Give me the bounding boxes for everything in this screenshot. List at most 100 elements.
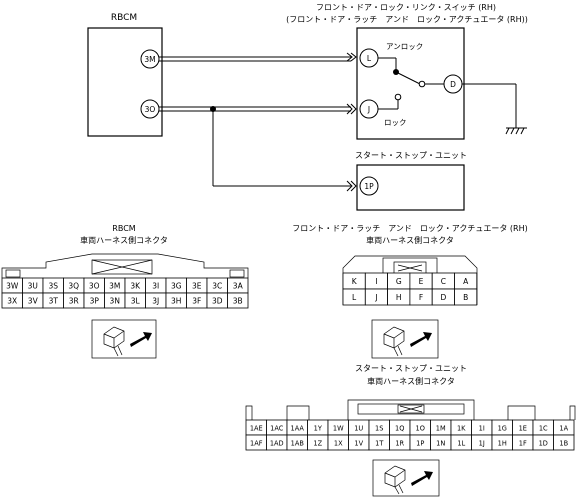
rbcm-pin-label: 3V — [28, 297, 39, 306]
ssu-pin-label: 1AB — [291, 440, 305, 448]
rbcm-pin-cell — [227, 292, 249, 309]
rbcm-label: RBCM — [111, 13, 137, 23]
rbcm-pin-label: 3X — [7, 297, 17, 306]
latch-pin-grid: K I G E C A L J H F D B — [342, 272, 478, 306]
ssu-pin-label: 1C — [539, 425, 548, 433]
switch-pin-d: D — [450, 80, 456, 89]
latch-pin-label: A — [463, 277, 469, 286]
ssu-title: スタート・ストップ・ユニット — [355, 151, 467, 160]
connector-view-icon — [372, 459, 440, 497]
rbcm-pin-label: 3L — [131, 297, 141, 306]
rbcm-latch — [91, 259, 153, 275]
rbcm-pin-label: 3T — [49, 297, 59, 306]
ssu-box — [356, 164, 465, 211]
ground-icon — [505, 127, 527, 135]
ssu-pin-label: 1Q — [395, 425, 404, 433]
ssu-connector-title-1: スタート・ストップ・ユニット — [355, 364, 467, 373]
ssu-pin-1p-circle — [359, 176, 379, 196]
ssu-pin-label: 1H — [498, 440, 507, 448]
ssu-pin-label: 1E — [519, 425, 527, 433]
rbcm-pin-label: 3G — [171, 282, 182, 291]
lock-label: ロック — [384, 118, 407, 127]
ssu-pin-label: 1U — [354, 425, 363, 433]
switch-pivot — [418, 80, 426, 88]
latch-pin-label: H — [396, 293, 402, 302]
ssu-pin-label: 1D — [539, 440, 548, 448]
rbcm-pin-label: 3E — [192, 282, 202, 291]
connector-view-icon — [91, 319, 157, 359]
latch-pin-label: F — [419, 293, 423, 302]
door-switch-box — [356, 27, 465, 140]
ssu-pin-label: 1AD — [270, 440, 284, 448]
ssu-pin-cell — [553, 434, 575, 451]
switch-blade — [395, 71, 421, 85]
ssu-pin-label: 1O — [416, 425, 425, 433]
switch-title-line2: (フロント・ドア・ラッチ アンド ロック・アクチュエータ (RH)) — [286, 15, 528, 24]
rbcm-pin-label: 3O — [89, 282, 100, 291]
ssu-pin-label: 1Z — [313, 440, 322, 448]
latch-pin-label: J — [374, 293, 377, 302]
rbcm-pin-label: 3Q — [68, 282, 79, 291]
ssu-pin-label: 1J — [479, 440, 485, 448]
schematic: RBCM フロント・ドア・ロック・リンク・スイッチ (RH) (フロント・ドア・… — [87, 3, 528, 211]
ssu-pin-label: 1M — [436, 425, 446, 433]
ssu-pin-1p: 1P — [364, 182, 374, 191]
rbcm-pin-label: 3U — [28, 282, 38, 291]
ssu-pin-label: 1T — [375, 440, 384, 448]
latch-pin-label: I — [375, 277, 377, 286]
ssu-connector-title-2: 車両ハーネス側コネクタ — [367, 376, 455, 386]
latch-pin-cell — [454, 288, 478, 306]
rbcm-pin-label: 3P — [90, 297, 100, 306]
ssu-pin-label: 1N — [436, 440, 445, 448]
rbcm-pin-3m: 3M — [144, 55, 155, 64]
rbcm-pin-label: 3C — [212, 282, 222, 291]
ssu-pin-label: 1K — [457, 425, 466, 433]
ssu-pin-label: 1I — [479, 425, 485, 433]
rbcm-pin-3o-circle — [140, 99, 160, 119]
ssu-pin-label: 1L — [457, 440, 465, 448]
ssu-pin-label: 1AA — [291, 425, 305, 433]
ssu-pin-label: 1B — [559, 440, 568, 448]
ssu-pin-label: 1AC — [270, 425, 284, 433]
latch-pin-label: L — [352, 293, 357, 302]
rbcm-pin-label: 3K — [130, 282, 141, 291]
switch-contact-lock — [394, 93, 402, 101]
rbcm-pin-label: 3B — [233, 297, 243, 306]
latch-pin-label: B — [463, 293, 468, 302]
latch-pin-label: C — [441, 277, 446, 286]
ssu-pin-label: 1G — [498, 425, 507, 433]
ssu-pin-label: 1Y — [314, 425, 323, 433]
ssu-pin-label: 1W — [333, 425, 344, 433]
latch-pin-label: D — [440, 293, 446, 302]
switch-title-line1: フロント・ドア・ロック・リンク・スイッチ (RH) — [316, 3, 496, 12]
unlock-label: アンロック — [386, 42, 423, 51]
ssu-pin-label: 1P — [416, 440, 424, 448]
rbcm-pin-label: 3A — [233, 282, 244, 291]
rbcm-pin-label: 3R — [69, 297, 79, 306]
rbcm-pin-label: 3H — [171, 297, 181, 306]
rbcm-connector-title-2: 車両ハーネス側コネクタ — [80, 235, 168, 245]
rbcm-pin-label: 3S — [48, 282, 58, 291]
switch-pin-j: J — [367, 105, 370, 114]
rbcm-pin-label: 3D — [212, 297, 223, 306]
switch-pin-l: L — [367, 54, 372, 63]
latch-connector: フロント・ドア・ラッチ アンド ロック・アクチュエータ (RH) 車両ハーネス側… — [292, 224, 528, 359]
rbcm-module-box — [87, 27, 163, 137]
ssu-pin-label: 1A — [559, 425, 568, 433]
rbcm-pin-label: 3M — [109, 282, 120, 291]
ssu-pin-label: 1X — [334, 440, 343, 448]
latch-pin-label: K — [352, 277, 358, 286]
latch-pin-label: G — [396, 277, 402, 286]
rbcm-pin-label: 3J — [152, 297, 159, 306]
rbcm-pin-label: 3F — [192, 297, 201, 306]
latch-pin-label: E — [419, 277, 424, 286]
rbcm-pin-label: 3W — [6, 282, 19, 291]
latch-connector-title-2: 車両ハーネス側コネクタ — [366, 235, 454, 245]
ssu-pin-label: 1S — [375, 425, 383, 433]
ssu-pin-label: 1AF — [250, 440, 263, 448]
